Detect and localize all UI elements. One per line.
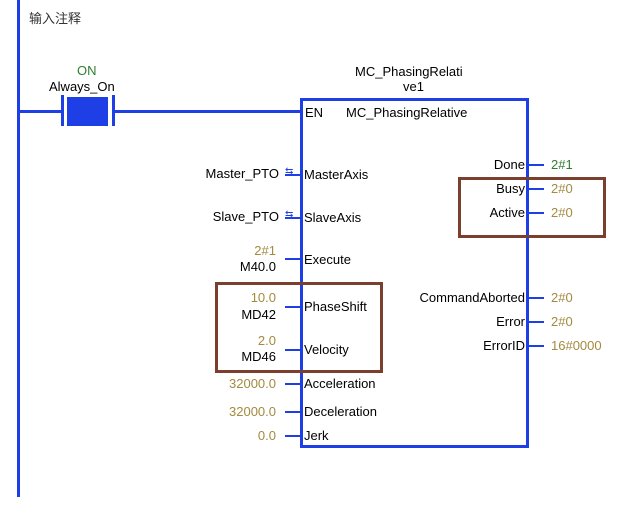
pin-wire xyxy=(285,349,300,351)
input-value[interactable]: 2.0 xyxy=(257,333,276,348)
output-value[interactable]: 2#0 xyxy=(551,205,573,220)
pin-label-acceleration: Acceleration xyxy=(304,376,376,391)
en-pin-label: EN xyxy=(305,105,324,120)
pin-label-execute: Execute xyxy=(304,252,351,267)
pin-label-velocity: Velocity xyxy=(304,342,349,357)
input-address: MD42 xyxy=(241,307,276,322)
rung-wire-left xyxy=(20,110,62,113)
pin-label-done: Done xyxy=(493,157,525,172)
pin-wire xyxy=(285,383,300,385)
contact-state: ON xyxy=(77,63,97,78)
input-value[interactable]: 32000.0 xyxy=(229,404,276,419)
output-value[interactable]: 2#0 xyxy=(551,290,573,305)
pin-wire xyxy=(285,306,300,308)
rung-wire-right xyxy=(114,110,302,113)
pin-wire xyxy=(285,258,300,260)
output-value[interactable]: 2#0 xyxy=(551,314,573,329)
axis-connector-icon: ⇆ xyxy=(285,209,294,220)
highlight-box-busy-active xyxy=(458,177,606,238)
pin-label-busy: Busy xyxy=(496,181,525,196)
output-value[interactable]: 16#0000 xyxy=(551,338,602,353)
pin-label-deceleration: Deceleration xyxy=(304,404,377,419)
pin-wire xyxy=(285,174,300,176)
function-block[interactable] xyxy=(300,98,529,448)
pin-label-jerk: Jerk xyxy=(304,428,329,443)
input-value[interactable]: Slave_PTO xyxy=(212,209,279,224)
pin-wire xyxy=(285,435,300,437)
pin-wire xyxy=(528,321,544,323)
pin-wire xyxy=(528,164,544,166)
pin-label-active: Active xyxy=(489,205,525,220)
block-type-name: MC_PhasingRelative xyxy=(346,105,468,120)
highlight-box-phaseshift-velocity xyxy=(215,282,383,373)
power-rail xyxy=(17,0,20,497)
input-value[interactable]: 0.0 xyxy=(257,428,276,443)
pin-label-commandaborted: CommandAborted xyxy=(419,290,526,305)
pin-wire xyxy=(285,411,300,413)
input-value[interactable]: 32000.0 xyxy=(229,376,276,391)
contact-bar-left xyxy=(61,95,64,126)
pin-label-error: Error xyxy=(496,314,525,329)
input-value[interactable]: Master_PTO xyxy=(205,166,279,181)
pin-wire xyxy=(285,217,300,219)
output-value[interactable]: 2#0 xyxy=(551,181,573,196)
input-address: M40.0 xyxy=(239,259,276,274)
input-value[interactable]: 2#1 xyxy=(254,243,276,258)
network-comment[interactable]: 输入注释 xyxy=(29,11,82,26)
pin-label-slaveaxis: SlaveAxis xyxy=(304,210,362,225)
input-value[interactable]: 10.0 xyxy=(250,290,276,305)
pin-label-phaseshift: PhaseShift xyxy=(304,299,367,314)
pin-wire xyxy=(528,188,544,190)
axis-connector-icon: ⇆ xyxy=(285,166,294,177)
contact-bar-right xyxy=(112,95,115,126)
pin-label-errorid: ErrorID xyxy=(483,338,525,353)
always-on-contact[interactable] xyxy=(67,97,108,126)
input-address: MD46 xyxy=(241,349,276,364)
block-instance-name-2: ve1 xyxy=(403,79,424,94)
pin-wire xyxy=(528,345,544,347)
output-value[interactable]: 2#1 xyxy=(551,157,573,172)
pin-wire xyxy=(528,297,544,299)
contact-name: Always_On xyxy=(49,79,115,94)
pin-label-masteraxis: MasterAxis xyxy=(304,167,369,182)
pin-wire xyxy=(528,212,544,214)
block-instance-name[interactable]: MC_PhasingRelati xyxy=(355,64,463,79)
